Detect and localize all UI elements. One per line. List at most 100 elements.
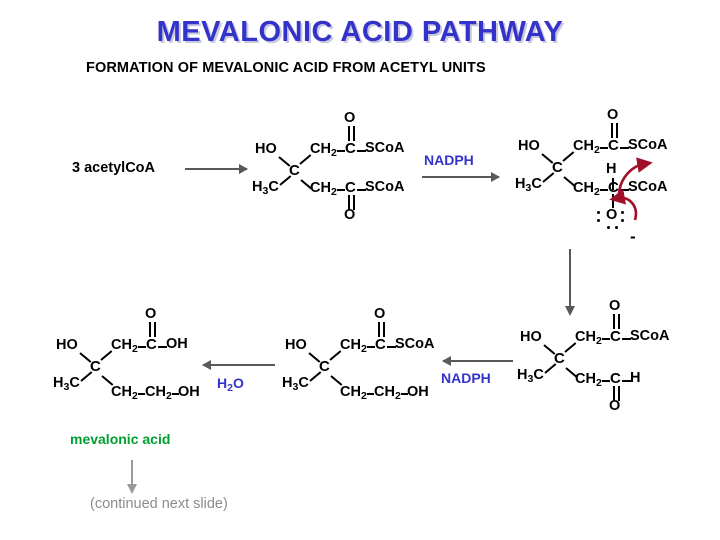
atom-CH2-upper: CH2 (573, 138, 600, 156)
bond-c-o-carboxyl-b (154, 322, 156, 337)
reaction-arrow-2 (422, 172, 500, 182)
bond-c-h-aldehyde (622, 380, 631, 382)
atom-SCoA-upper: SCoA (630, 328, 670, 344)
lone-pair-dot (597, 211, 600, 214)
bond-c-oh-carboxyl (158, 346, 167, 348)
reactant-label: 3 acetylCoA (72, 160, 156, 176)
atom-SCoA-lower: SCoA (365, 179, 405, 195)
atom-SCoA-upper: SCoA (365, 140, 405, 156)
continuation-arrow (127, 460, 137, 494)
atom-carbonyl-C-upper: C (345, 140, 356, 157)
bond-c-o-upper-b (353, 126, 355, 141)
lone-pair-dot (621, 219, 624, 222)
atom-CH2-terminal: CH2 (145, 384, 172, 402)
atom-O-upper: O (609, 298, 621, 314)
atom-O-upper: O (344, 110, 356, 126)
atom-CH2-terminal: CH2 (374, 384, 401, 402)
bond-c-o-aldehyde-a (613, 386, 615, 401)
atom-O-aldehyde: O (609, 398, 621, 414)
bond-ch2-ch2 (367, 393, 374, 395)
atom-O-upper: O (607, 107, 619, 123)
bond-c-o-aldehyde-b (618, 386, 620, 401)
bond-ch2-c-lower (600, 189, 608, 191)
bond-ch2-ch2 (138, 393, 145, 395)
lone-pair-dot (597, 219, 600, 222)
reaction-arrow-5 (202, 360, 275, 370)
bond-ch2-c-lower (602, 380, 610, 382)
atom-CH2-lower: CH2 (575, 371, 602, 389)
atom-OH-terminal: OH (178, 384, 200, 400)
atom-HO: HO (255, 141, 277, 157)
bond-c-scoa-upper (387, 346, 396, 348)
bond-ch2-c-upper (602, 338, 610, 340)
bond-c-scoa-upper (357, 150, 366, 152)
atom-O-carboxyl: O (145, 306, 157, 322)
reaction-arrow-1 (185, 164, 248, 174)
lone-pair-dot (615, 226, 618, 229)
atom-CH2-upper: CH2 (575, 329, 602, 347)
atom-carbonyl-C-upper: C (608, 137, 619, 154)
atom-central-C: C (319, 358, 330, 375)
bond-c-o-carboxyl-a (149, 322, 151, 337)
atom-CH2-lower: CH2 (310, 180, 337, 198)
atom-CH2-lower: CH2 (340, 384, 367, 402)
bond-ch2-c-upper (337, 150, 345, 152)
atom-H3C: H3C (252, 179, 279, 197)
atom-O-upper: O (374, 306, 386, 322)
atom-carbonyl-C-lower: C (345, 179, 356, 196)
page-subtitle: FORMATION OF MEVALONIC ACID FROM ACETYL … (86, 60, 486, 76)
bond-c-scoa-upper (622, 338, 631, 340)
atom-H3C: H3C (515, 176, 542, 194)
bond-c-o-lower-a (348, 195, 350, 210)
bond-c-scoa-lower (357, 189, 366, 191)
bond-c-scoa-upper (620, 147, 629, 149)
atom-central-C: C (90, 358, 101, 375)
atom-HO: HO (520, 329, 542, 345)
bond-c-o-lower-b (353, 195, 355, 210)
atom-O-lower: O (344, 207, 356, 223)
bond-c-o-upper-a (348, 126, 350, 141)
bond-c-o-upper-a (611, 123, 613, 138)
atom-HO: HO (518, 138, 540, 154)
bond-c-o-upper-b (618, 314, 620, 329)
atom-HO: HO (285, 337, 307, 353)
atom-H3C: H3C (53, 375, 80, 393)
lone-pair-dot (607, 226, 610, 229)
curly-arrow-lower (609, 189, 638, 221)
atom-carbonyl-C-upper: C (375, 336, 386, 353)
continuation-note: (continued next slide) (90, 496, 228, 512)
bond-ch2-c-upper (600, 147, 608, 149)
bond-ch2-oh (401, 393, 408, 395)
bond-ch2-c-upper (367, 346, 375, 348)
atom-CH2-lower: CH2 (111, 384, 138, 402)
product-label: mevalonic acid (70, 431, 171, 447)
atom-SCoA-upper: SCoA (395, 336, 435, 352)
bond-c-o-upper-a (378, 322, 380, 337)
bond-ch2-c-lower (337, 189, 345, 191)
bond-c-o-upper-b (616, 123, 618, 138)
reaction-arrow-4 (442, 356, 513, 366)
atom-carbonyl-C-upper: C (610, 328, 621, 345)
atom-CH2-upper: CH2 (111, 337, 138, 355)
cofactor-nadph-2: NADPH (441, 370, 491, 386)
atom-central-C: C (552, 159, 563, 176)
bond-c-o-upper-b (383, 322, 385, 337)
page-title: MEVALONIC ACID PATHWAY (156, 16, 564, 48)
atom-oxyanion-O: O (606, 207, 618, 223)
atom-central-C: C (554, 350, 565, 367)
atom-H3C: H3C (282, 375, 309, 393)
atom-HO: HO (56, 337, 78, 353)
atom-OH: OH (407, 384, 429, 400)
bond-c-o-upper-a (613, 314, 615, 329)
bond-ch2-oh (172, 393, 179, 395)
atom-SCoA-lower: SCoA (628, 179, 668, 195)
reaction-arrow-3 (565, 249, 575, 316)
atom-SCoA-upper: SCoA (628, 137, 668, 153)
atom-aldehyde-C: C (610, 370, 621, 387)
atom-H3C: H3C (517, 367, 544, 385)
bond-c-h (612, 178, 614, 190)
atom-CH2-lower: CH2 (573, 180, 600, 198)
negative-charge: - (630, 227, 636, 246)
atom-carboxyl-C: C (146, 336, 157, 353)
atom-CH2-upper: CH2 (340, 337, 367, 355)
